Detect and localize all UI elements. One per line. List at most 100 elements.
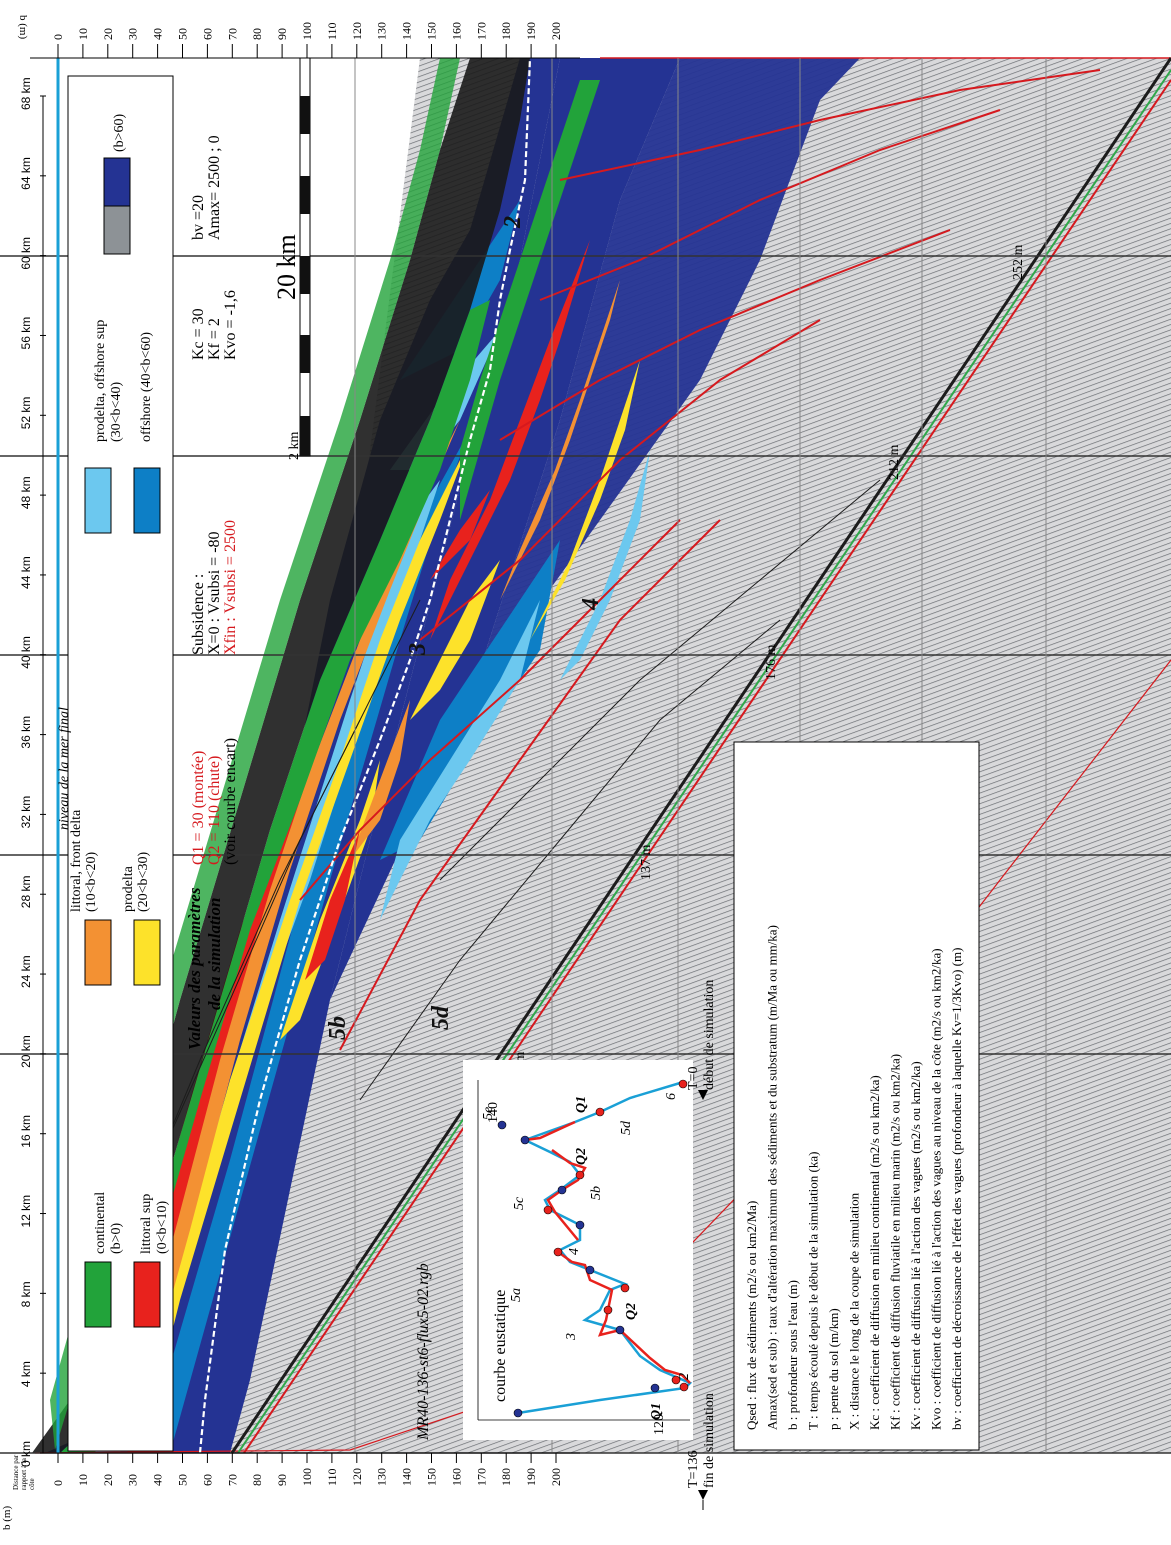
km-tick-label: 20 km (19, 1035, 33, 1068)
depth-tick-label: 170 (474, 22, 488, 40)
km-tick-label: 36 km (19, 716, 33, 749)
label-4: 4 (578, 598, 604, 611)
legend-swatch-littoral-sup (133, 1261, 161, 1328)
simulation-parameters: Valeurs des paramètres de la simulation … (185, 135, 239, 1050)
legend-swatch-offshore (133, 467, 161, 534)
svg-text:(10<b<20): (10<b<20) (84, 852, 99, 912)
legend-box: continental (b>0) littoral sup (0<b<10) … (67, 75, 174, 1452)
depth-tick-label: 20 (101, 28, 115, 40)
svg-text:X=0 : Vsubsi = -80: X=0 : Vsubsi = -80 (206, 531, 223, 655)
svg-text:(0<b<10): (0<b<10) (155, 1201, 170, 1254)
inset-dots (497, 1079, 689, 1418)
depth-tick-label: 30 (126, 28, 140, 40)
svg-text:littoral, front delta: littoral, front delta (69, 809, 84, 912)
inset-time-arrows: T=136 fin de simulation T=0 début de sim… (686, 980, 717, 1510)
glossary-line: T : temps écoulé depuis le début de la s… (806, 1152, 821, 1430)
glossary-line: Qsed : flux de sédiments (m2/s ou km2/Ma… (744, 1201, 759, 1430)
depth-tick-label: 50 (176, 1474, 190, 1486)
depth-tick-label: 30 (126, 1474, 140, 1486)
distance-axis-title: Distance par rapport à la côte (12, 1454, 36, 1490)
km-tick-label: 44 km (19, 556, 33, 589)
depth-tick-label: 90 (275, 1474, 289, 1486)
littoral-sup-band (95, 430, 450, 1430)
svg-text:Q1: Q1 (649, 1403, 664, 1420)
svg-text:4: 4 (567, 1248, 582, 1255)
svg-text:Xfin : Vsubsi = 2500: Xfin : Vsubsi = 2500 (222, 520, 239, 655)
depth-tick-label: 140 (400, 22, 414, 40)
svg-text:T=136: T=136 (686, 1451, 701, 1488)
glossary-box: Qsed : flux de sédiments (m2/s ou km2/Ma… (733, 741, 980, 1451)
svg-text:(30<b<40): (30<b<40) (109, 382, 124, 442)
svg-text:5a: 5a (509, 1288, 524, 1302)
inset-axis-bottom: 120 (652, 1414, 667, 1435)
svg-text:Distance par: Distance par (12, 1454, 20, 1490)
svg-text:littoral sup: littoral sup (139, 1194, 154, 1254)
depth-tick-label: 80 (250, 28, 264, 40)
km-tick-label: 48 km (19, 476, 33, 509)
depth-tick-label: 40 (151, 1474, 165, 1486)
svg-text:5c: 5c (512, 1196, 527, 1210)
glossary-line: Kv : coefficient de diffusion lié à l'ac… (908, 1061, 923, 1430)
svg-text:Q2 = 110 (chute): Q2 = 110 (chute) (206, 756, 223, 865)
sequence-labels: 5b 5d 3 4 2 (325, 216, 604, 1040)
svg-text:3: 3 (564, 1333, 579, 1341)
front-delta-band (110, 420, 460, 1430)
glossary-line: p : pente du sol (m/km) (826, 1308, 841, 1430)
svg-text:Kvo = -1,6: Kvo = -1,6 (222, 290, 239, 360)
glossary-line: bv : coefficient de décroissance de l'ef… (949, 948, 964, 1430)
km-tick-label: 24 km (19, 955, 33, 988)
legend-swatch-gray (103, 205, 131, 255)
final-sea-level-curve (198, 57, 532, 1454)
legend-swatch-prodelta (133, 919, 161, 986)
svg-text:(voir courbe encart): (voir courbe encart) (222, 738, 239, 865)
svg-text:Q1: Q1 (574, 1096, 589, 1113)
svg-text:Q2: Q2 (624, 1303, 639, 1320)
depth-tick-label: 0 (51, 1480, 65, 1486)
depth-tick-label: 180 (499, 1468, 513, 1486)
glossary-line: Amax(sed et sub) : taux d'altération max… (765, 925, 780, 1430)
depth-tick-label: 80 (250, 1474, 264, 1486)
svg-text:prodelta: prodelta (121, 865, 136, 912)
depth-tick-label: 120 (350, 1468, 364, 1486)
km-tick-label: 16 km (19, 1115, 33, 1148)
svg-text:côte: côte (28, 1478, 36, 1490)
glossary-line: b : profondeur sous l'eau (m) (785, 1280, 800, 1430)
depth-tick-label: 70 (225, 1474, 239, 1486)
svg-text:Valeurs des paramètres: Valeurs des paramètres (185, 887, 204, 1050)
depth-tick-label: 10 (76, 28, 90, 40)
svg-text:252 m: 252 m (1011, 245, 1026, 281)
depth-tick-label: 140 (400, 1468, 414, 1486)
svg-text:bv =20: bv =20 (190, 195, 207, 240)
sea-level-label: niveau de la mer final (57, 707, 72, 830)
label-5b: 5b (325, 1016, 351, 1040)
top-depth-axis-label: b (m) (17, 15, 29, 39)
depth-tick-label: 150 (425, 1468, 439, 1486)
depth-tick-label: 20 (101, 1474, 115, 1486)
svg-text:fin de simulation: fin de simulation (702, 1393, 717, 1488)
svg-text:Subsidence :: Subsidence : (190, 574, 207, 655)
depth-tick-label: 150 (425, 22, 439, 40)
km-tick-label: 68 km (19, 77, 33, 110)
svg-text:6: 6 (664, 1093, 679, 1100)
legend-swatch-front-delta (84, 919, 112, 986)
km-tick-label: 8 km (19, 1281, 33, 1307)
svg-text:5b: 5b (589, 1186, 604, 1200)
label-3: 3 (405, 643, 431, 656)
depth-tick-label: 10 (76, 1474, 90, 1486)
depth-tick-label: 100 (300, 22, 314, 40)
km-tick-label: 56 km (19, 317, 33, 350)
depth-tick-label: 190 (524, 1468, 538, 1486)
depth-tick-label: 200 (549, 1468, 563, 1486)
depth-tick-label: 130 (375, 22, 389, 40)
svg-text:T=0: T=0 (686, 1067, 701, 1090)
glossary-line: X : distance le long de la coupe de simu… (847, 1192, 862, 1430)
svg-text:2: 2 (677, 1373, 692, 1380)
km-tick-label: 12 km (19, 1195, 33, 1228)
red-base-line (34, 659, 1171, 1454)
svg-text:offshore (40<b<60): offshore (40<b<60) (139, 332, 154, 442)
depth-tick-label: 90 (275, 28, 289, 40)
glossary-line: Kc : coefficient de diffusion en milieu … (867, 1075, 882, 1430)
